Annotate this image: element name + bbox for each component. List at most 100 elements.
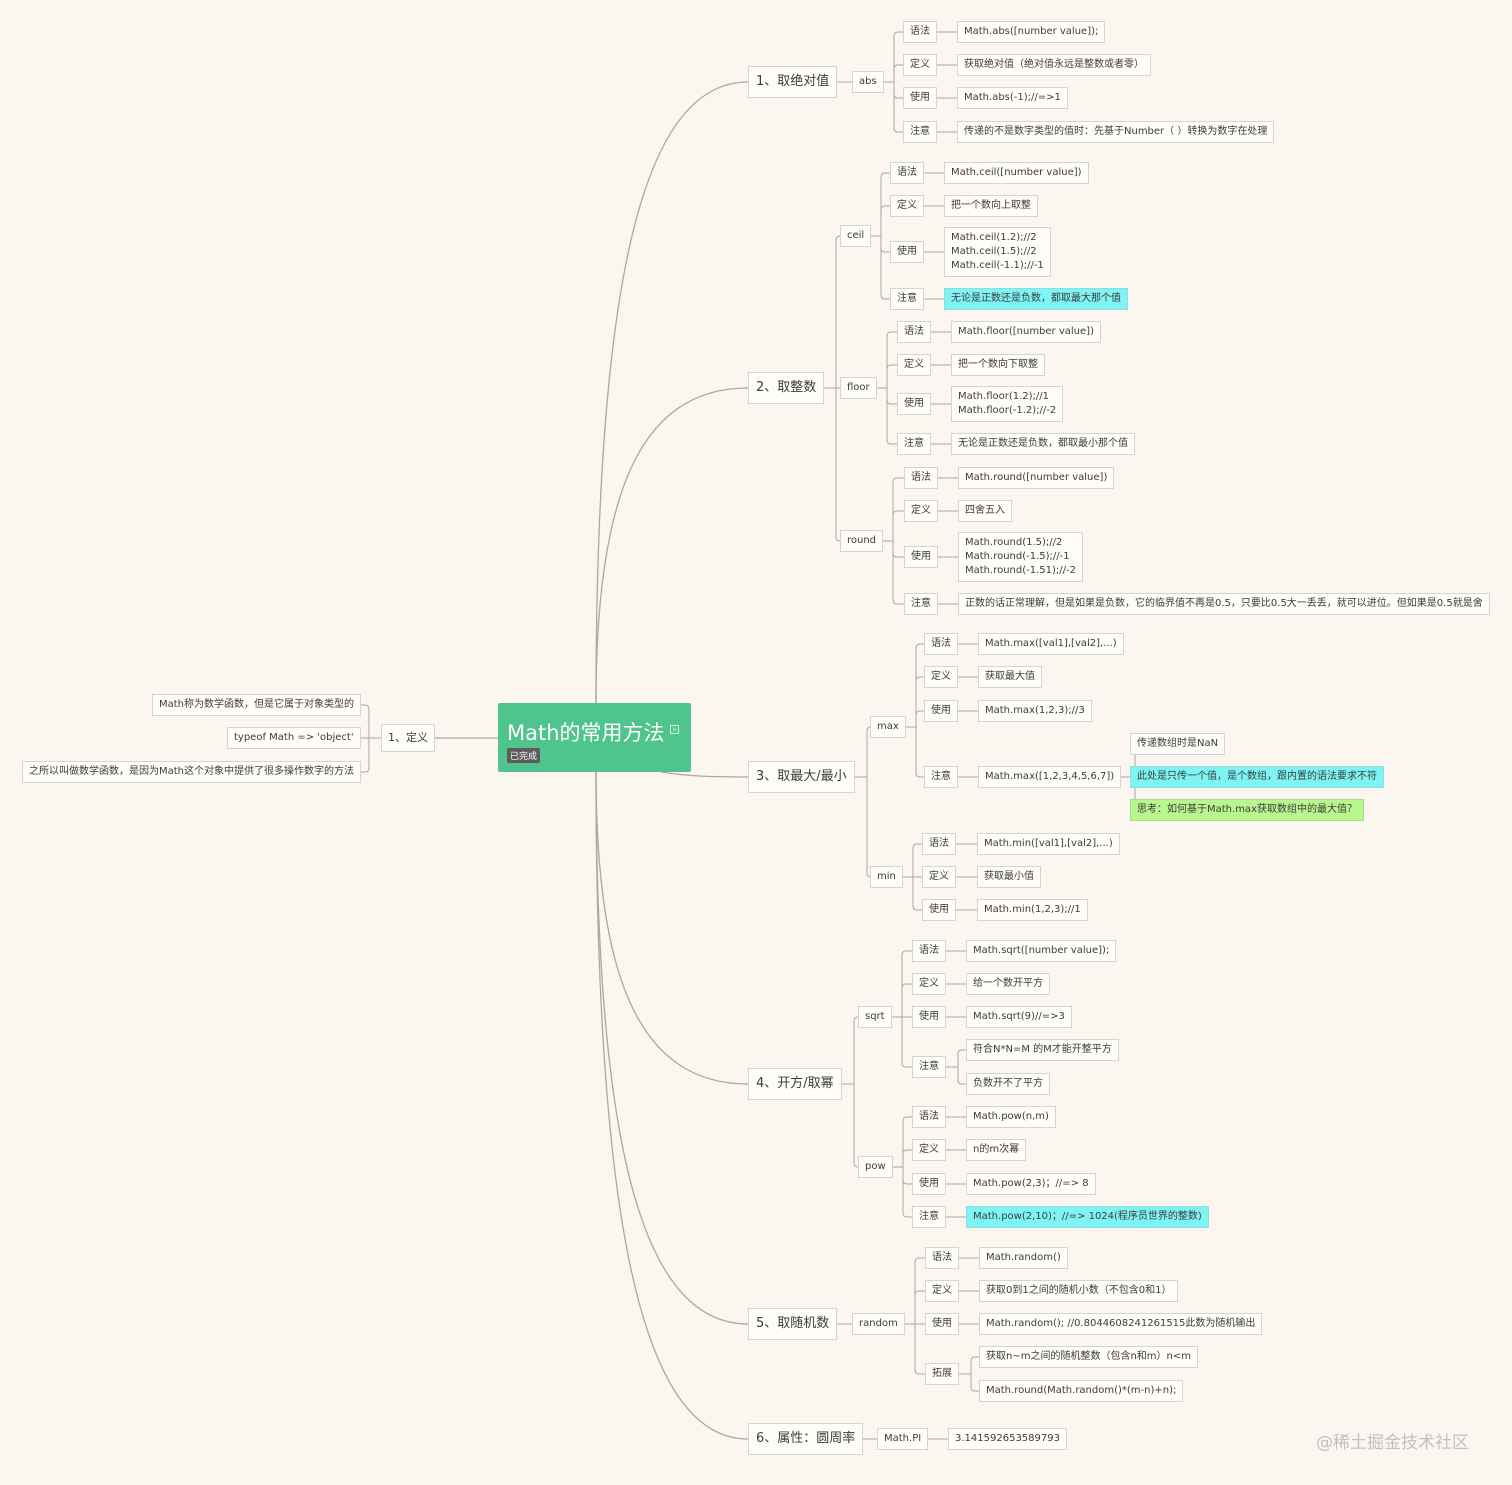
method-floor[interactable]: floor bbox=[840, 377, 877, 399]
method-max[interactable]: max bbox=[870, 716, 906, 738]
attr-definition-label[interactable]: 定义 bbox=[922, 866, 956, 888]
attr-syntax-label[interactable]: 语法 bbox=[924, 633, 958, 655]
value-node[interactable]: 无论是正数还是负数，都取最小那个值 bbox=[951, 433, 1135, 455]
method-ceil[interactable]: ceil bbox=[840, 225, 872, 247]
value-node[interactable]: 正数的话正常理解，但是如果是负数，它的临界值不再是0.5，只要比0.5大一丢丢，… bbox=[958, 593, 1490, 615]
attr-syntax-label[interactable]: 语法 bbox=[922, 833, 956, 855]
method-abs[interactable]: abs bbox=[852, 71, 884, 93]
value-node[interactable]: 获取n~m之间的随机整数（包含n和m）n<m bbox=[979, 1346, 1198, 1368]
branch-definition[interactable]: 1、定义 bbox=[381, 724, 435, 752]
value-node[interactable]: n的m次幂 bbox=[966, 1139, 1027, 1161]
attr-definition-label[interactable]: 定义 bbox=[890, 195, 924, 217]
attr-definition-label[interactable]: 定义 bbox=[912, 1139, 946, 1161]
value-node[interactable]: Math.sqrt(9)//=>3 bbox=[966, 1006, 1072, 1028]
note-icon[interactable]: ≡ bbox=[670, 725, 679, 734]
attr-syntax-label[interactable]: 语法 bbox=[890, 162, 924, 184]
attr-definition-label[interactable]: 定义 bbox=[924, 666, 958, 688]
attr-usage-label[interactable]: 使用 bbox=[890, 241, 924, 263]
attr-note-label[interactable]: 注意 bbox=[912, 1206, 946, 1228]
attr-syntax-label[interactable]: 语法 bbox=[897, 321, 931, 343]
value-node[interactable]: 符合N*N=M 的M才能开整平方 bbox=[966, 1039, 1119, 1061]
attr-syntax-label[interactable]: 语法 bbox=[904, 467, 938, 489]
value-node[interactable]: Math.max(1,2,3);//3 bbox=[978, 700, 1092, 722]
definition-note[interactable]: typeof Math => 'object' bbox=[227, 727, 361, 749]
attr-note-label[interactable]: 注意 bbox=[924, 766, 958, 788]
attr-syntax-label[interactable]: 语法 bbox=[912, 1106, 946, 1128]
value-node[interactable]: Math.abs([number value]); bbox=[957, 21, 1106, 43]
attr-usage-label[interactable]: 使用 bbox=[904, 546, 938, 568]
branch-6[interactable]: 6、属性：圆周率 bbox=[748, 1423, 864, 1455]
value-node[interactable]: Math.pow(2,3)；//=> 8 bbox=[966, 1173, 1096, 1195]
value-node[interactable]: Math.random() bbox=[979, 1247, 1068, 1269]
value-node[interactable]: Math.abs(-1);//=>1 bbox=[957, 87, 1068, 109]
value-node[interactable]: Math.min([val1],[val2],...) bbox=[977, 833, 1120, 855]
attr-definition-label[interactable]: 定义 bbox=[897, 354, 931, 376]
method-sqrt[interactable]: sqrt bbox=[858, 1006, 892, 1028]
method-min[interactable]: min bbox=[870, 866, 903, 888]
definition-note[interactable]: Math称为数学函数，但是它属于对象类型的 bbox=[152, 694, 362, 716]
value-node[interactable]: 获取最小值 bbox=[977, 866, 1041, 888]
value-node[interactable]: 无论是正数还是负数，都取最大那个值 bbox=[944, 288, 1128, 310]
value-node[interactable]: Math.sqrt([number value]); bbox=[966, 940, 1117, 962]
value-node[interactable]: 四舍五入 bbox=[958, 500, 1012, 522]
value-node[interactable]: 把一个数向上取整 bbox=[944, 195, 1038, 217]
value-node[interactable]: Math.round(Math.random()*(m-n)+n); bbox=[979, 1380, 1184, 1402]
attr-usage-label[interactable]: 使用 bbox=[912, 1173, 946, 1195]
value-node[interactable]: Math.pow(2,10)；//=> 1024(程序员世界的整数) bbox=[966, 1206, 1209, 1228]
attr-note-label[interactable]: 注意 bbox=[890, 288, 924, 310]
method-pow[interactable]: pow bbox=[858, 1156, 893, 1178]
value-node[interactable]: Math.max([val1],[val2],...) bbox=[978, 633, 1124, 655]
value-node[interactable]: 给一个数开平方 bbox=[966, 973, 1050, 995]
attr-usage-label[interactable]: 使用 bbox=[903, 87, 937, 109]
value-node[interactable]: 3.141592653589793 bbox=[948, 1428, 1067, 1450]
attr-syntax-label[interactable]: 语法 bbox=[903, 21, 937, 43]
attr-definition-label[interactable]: 定义 bbox=[904, 500, 938, 522]
branch-1[interactable]: 1、取绝对值 bbox=[748, 66, 838, 98]
value-node[interactable]: Math.round([number value]) bbox=[958, 467, 1115, 489]
attr-usage-label[interactable]: 使用 bbox=[897, 393, 931, 415]
attr-usage-label[interactable]: 使用 bbox=[924, 700, 958, 722]
value-node[interactable]: 获取最大值 bbox=[978, 666, 1042, 688]
value-node[interactable]: Math.floor([number value]) bbox=[951, 321, 1101, 343]
attr-note-label[interactable]: 注意 bbox=[903, 121, 937, 143]
attr-definition-label[interactable]: 定义 bbox=[903, 54, 937, 76]
attr-note-label[interactable]: 注意 bbox=[912, 1056, 946, 1078]
value-node[interactable]: 传递的不是数字类型的值时：先基于Number（ ）转换为数字在处理 bbox=[957, 121, 1275, 143]
sub-note[interactable]: 此处是只传一个值，是个数组，跟内置的语法要求不符 bbox=[1130, 766, 1384, 788]
attr-definition-label[interactable]: 定义 bbox=[912, 973, 946, 995]
sub-note[interactable]: 传递数组时是NaN bbox=[1130, 733, 1226, 755]
branch-4[interactable]: 4、开方/取幂 bbox=[748, 1068, 842, 1100]
branch-2[interactable]: 2、取整数 bbox=[748, 372, 825, 404]
value-node[interactable]: Math.pow(n,m) bbox=[966, 1106, 1056, 1128]
value-node[interactable]: Math.random(); //0.8044608241261515此数为随机… bbox=[979, 1313, 1263, 1335]
value-node[interactable]: 把一个数向下取整 bbox=[951, 354, 1045, 376]
sub-note[interactable]: 思考：如何基于Math.max获取数组中的最大值？ bbox=[1130, 799, 1364, 821]
attr-definition-label[interactable]: 定义 bbox=[925, 1280, 959, 1302]
value-node[interactable]: Math.max([1,2,3,4,5,6,7]) bbox=[978, 766, 1122, 788]
method-random[interactable]: random bbox=[852, 1313, 905, 1335]
attr-syntax-label[interactable]: 语法 bbox=[912, 940, 946, 962]
attr-usage-label[interactable]: 使用 bbox=[925, 1313, 959, 1335]
attr-note-label[interactable]: 注意 bbox=[904, 593, 938, 615]
connector bbox=[880, 205, 890, 236]
value-node[interactable]: 获取绝对值（绝对值永远是整数或者零） bbox=[957, 54, 1151, 76]
method-round[interactable]: round bbox=[840, 530, 884, 552]
method-math-pi[interactable]: Math.PI bbox=[877, 1428, 929, 1450]
value-node[interactable]: Math.ceil([number value]) bbox=[944, 162, 1089, 184]
value-node[interactable]: 获取0到1之间的随机小数（不包含0和1） bbox=[979, 1280, 1179, 1302]
definition-note[interactable]: 之所以叫做数学函数，是因为Math这个对象中提供了很多操作数字的方法 bbox=[22, 761, 362, 783]
value-node[interactable]: 负数开不了平方 bbox=[966, 1073, 1050, 1095]
attr-usage-label[interactable]: 使用 bbox=[912, 1006, 946, 1028]
branch-5[interactable]: 5、取随机数 bbox=[748, 1308, 838, 1340]
attr-usage-label[interactable]: 使用 bbox=[922, 899, 956, 921]
attr-note-label[interactable]: 注意 bbox=[897, 433, 931, 455]
branch-3[interactable]: 3、取最大/最小 bbox=[748, 761, 855, 793]
value-node[interactable]: Math.min(1,2,3);//1 bbox=[977, 899, 1088, 921]
root-node[interactable]: Math的常用方法 ≡ 已完成 bbox=[498, 703, 691, 772]
attr-syntax-label[interactable]: 语法 bbox=[925, 1247, 959, 1269]
status-badge: 已完成 bbox=[507, 748, 541, 763]
attr-note-label[interactable]: 拓展 bbox=[925, 1363, 959, 1385]
